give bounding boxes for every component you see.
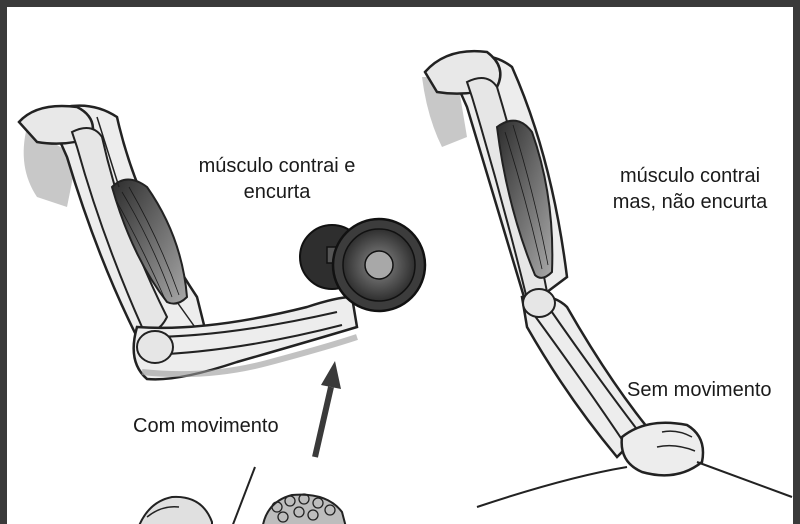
label-right-muscle: músculo contrai mas, não encurta <box>595 163 785 215</box>
label-sem-movimento: Sem movimento <box>627 377 800 403</box>
label-com-movimento: Com movimento <box>133 413 313 439</box>
right-arm <box>422 51 792 507</box>
label-right-line2: mas, não encurta <box>595 189 785 215</box>
label-left-muscle: músculo contrai e encurta <box>167 153 387 205</box>
characters-bottom <box>137 467 347 524</box>
label-right-line1: músculo contrai <box>595 163 785 189</box>
dumbbell <box>300 219 425 311</box>
movement-arrow <box>315 361 341 457</box>
label-left-line1: músculo contrai e <box>167 153 387 179</box>
label-left-line2: encurta <box>167 179 387 205</box>
illustration <box>7 7 800 524</box>
